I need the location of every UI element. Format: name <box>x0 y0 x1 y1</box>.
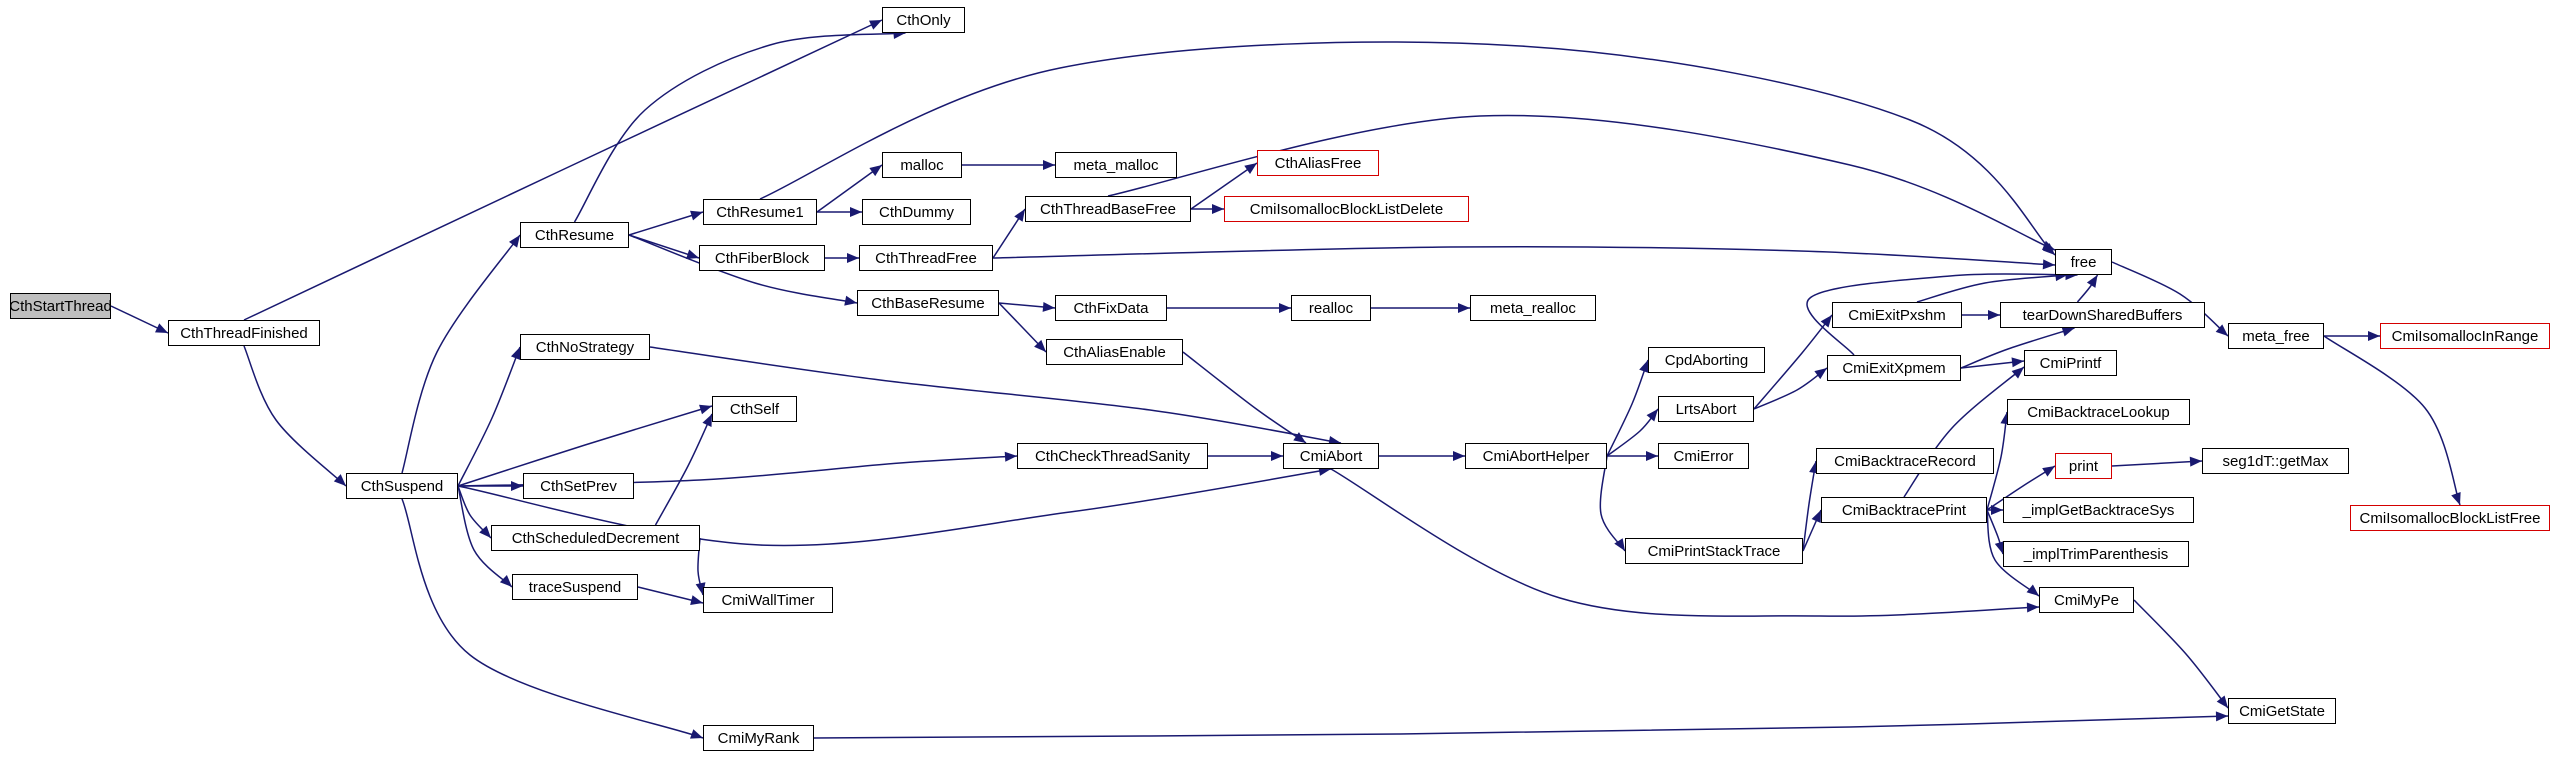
node-CthAliasEnable[interactable]: CthAliasEnable <box>1046 339 1183 365</box>
node-CthAliasFree[interactable]: CthAliasFree <box>1257 150 1379 176</box>
node-CmiMyPe[interactable]: CmiMyPe <box>2039 587 2134 613</box>
edge-CmiPrintStackTrace-to-CmiBacktracePrint <box>1802 509 1822 552</box>
node-free[interactable]: free <box>2055 249 2112 275</box>
edge-CmiPrintStackTrace-to-CmiBacktraceRecord <box>1802 460 1820 552</box>
node-CmiMyRank[interactable]: CmiMyRank <box>703 725 814 751</box>
node-CpdAborting[interactable]: CpdAborting <box>1648 347 1765 373</box>
edge-CthNoStrategy-to-CmiAbort <box>649 346 1342 446</box>
node-CthDummy[interactable]: CthDummy <box>862 199 971 225</box>
edge-CthThreadFinished-to-CthOnly <box>243 19 883 321</box>
node-CthFiberBlock[interactable]: CthFiberBlock <box>699 245 825 271</box>
node-CmiExitXpmem[interactable]: CmiExitXpmem <box>1827 355 1961 381</box>
node-CthNoStrategy[interactable]: CthNoStrategy <box>520 334 650 360</box>
node-meta-free[interactable]: meta_free <box>2228 323 2324 349</box>
edge-print-to-seg1dT-getMax <box>2111 456 2203 467</box>
edge-CmiExitXpmem-to-tearDownSharedBuffers <box>1960 326 2075 369</box>
edge-CmiBacktracePrint-to-implTrimParenthesis <box>1986 509 2005 555</box>
edge-CthSuspend-to-traceSuspend <box>457 485 513 588</box>
edge-CthBaseResume-to-CthFixData <box>998 301 1056 312</box>
edge-CthAliasEnable-to-CmiAbort <box>1182 351 1307 444</box>
edge-CthSuspend-to-CthSelf <box>457 404 713 487</box>
edge-free-to-meta-free <box>2111 261 2229 337</box>
edge-CthSuspend-to-CthNoStrategy <box>457 346 521 487</box>
node-CthBaseResume[interactable]: CthBaseResume <box>857 290 999 316</box>
node-CmiAbortHelper[interactable]: CmiAbortHelper <box>1465 443 1607 469</box>
edge-CmiExitPxshm-to-free <box>1916 271 2068 303</box>
node-CmiIsomallocBlockListFree[interactable]: CmiIsomallocBlockListFree <box>2350 505 2550 531</box>
edge-CthThreadFree-to-free <box>992 245 2056 270</box>
node-malloc[interactable]: malloc <box>882 152 962 178</box>
node-CthThreadFree[interactable]: CthThreadFree <box>859 245 993 271</box>
node-CthScheduledDecrement[interactable]: CthScheduledDecrement <box>491 525 700 551</box>
edge-CmiMyRank-to-CmiGetState <box>813 711 2229 739</box>
node-CthThreadBaseFree[interactable]: CthThreadBaseFree <box>1025 196 1191 222</box>
node-CmiIsomallocBlockListDelete[interactable]: CmiIsomallocBlockListDelete <box>1224 196 1469 222</box>
edge-CthResume-to-CthResume1 <box>628 210 704 236</box>
node-CthSelf[interactable]: CthSelf <box>712 396 797 422</box>
node-CmiGetState[interactable]: CmiGetState <box>2228 698 2336 724</box>
edge-CmiAbortHelper-to-LrtsAbort <box>1606 408 1659 457</box>
node-CmiBacktraceLookup[interactable]: CmiBacktraceLookup <box>2007 399 2190 425</box>
edge-CthResume-to-CthOnly <box>573 29 906 223</box>
node-LrtsAbort[interactable]: LrtsAbort <box>1658 396 1754 422</box>
node-CthCheckThreadSanity[interactable]: CthCheckThreadSanity <box>1017 443 1208 469</box>
node-tearDownSharedBuffers[interactable]: tearDownSharedBuffers <box>2000 302 2205 328</box>
edge-CthSuspend-to-CmiMyRank <box>401 498 704 739</box>
edge-traceSuspend-to-CmiWallTimer <box>637 586 704 605</box>
node-CthSuspend[interactable]: CthSuspend <box>346 473 458 499</box>
edge-CmiMyPe-to-CmiGetState <box>2133 599 2229 709</box>
node-CmiExitPxshm[interactable]: CmiExitPxshm <box>1832 302 1962 328</box>
edge-CmiAbortHelper-to-CmiPrintStackTrace <box>1599 455 1626 552</box>
node-CmiBacktraceRecord[interactable]: CmiBacktraceRecord <box>1816 448 1994 474</box>
edge-CthThreadFree-to-CthThreadBaseFree <box>992 208 1026 259</box>
node-meta-realloc[interactable]: meta_realloc <box>1470 295 1596 321</box>
edge-CthResume1-to-malloc <box>816 164 883 213</box>
edge-CthStartThread-to-CthThreadFinished <box>110 305 169 334</box>
node-CthResume1[interactable]: CthResume1 <box>703 199 817 225</box>
node-CthSetPrev[interactable]: CthSetPrev <box>523 473 634 499</box>
node-CmiPrintStackTrace[interactable]: CmiPrintStackTrace <box>1625 538 1803 564</box>
node-traceSuspend[interactable]: traceSuspend <box>512 574 638 600</box>
edge-CmiAbortHelper-to-CpdAborting <box>1606 359 1649 457</box>
edge-CthThreadBaseFree-to-free <box>1107 114 2056 251</box>
edge-CthSuspend-to-CthResume <box>401 234 521 474</box>
edge-CmiBacktracePrint-to-CmiMyPe <box>1986 509 2040 597</box>
node-CmiBacktracePrint[interactable]: CmiBacktracePrint <box>1821 497 1987 523</box>
node-CmiAbort[interactable]: CmiAbort <box>1283 443 1379 469</box>
edge-CmiBacktracePrint-to-print <box>1986 465 2056 511</box>
node-CthStartThread: CthStartThread <box>9 293 112 319</box>
node-CmiPrintf[interactable]: CmiPrintf <box>2024 350 2117 376</box>
edge-CmiExitXpmem-to-CmiPrintf <box>1960 357 2025 369</box>
node-CthThreadFinished[interactable]: CthThreadFinished <box>168 320 320 346</box>
edge-CthSuspend-to-CmiAbort <box>457 466 1332 547</box>
node-CmiWallTimer[interactable]: CmiWallTimer <box>703 587 833 613</box>
node-CthFixData[interactable]: CthFixData <box>1055 295 1167 321</box>
node-implGetBacktraceSys[interactable]: _implGetBacktraceSys <box>2003 497 2194 523</box>
edge-CthBaseResume-to-CthAliasEnable <box>998 302 1047 353</box>
edge-CmiBacktracePrint-to-CmiBacktraceLookup <box>1986 411 2011 511</box>
edge-meta-free-to-CmiIsomallocBlockListFree <box>2323 335 2461 506</box>
edge-CthResume-to-CthBaseResume <box>628 234 858 306</box>
edge-CthThreadBaseFree-to-CthAliasFree <box>1190 162 1258 210</box>
node-CmiError[interactable]: CmiError <box>1658 443 1749 469</box>
edge-CthResume1-to-free <box>759 41 2056 256</box>
node-CthOnly[interactable]: CthOnly <box>882 7 965 33</box>
node-realloc[interactable]: realloc <box>1291 295 1371 321</box>
edge-LrtsAbort-to-CmiExitPxshm <box>1753 314 1833 410</box>
edge-CmiAbort-to-CmiMyPe <box>1330 468 2040 617</box>
edge-CmiBacktracePrint-to-CmiPrintf <box>1903 366 2025 498</box>
node-CmiIsomallocInRange[interactable]: CmiIsomallocInRange <box>2380 323 2550 349</box>
edge-tearDownSharedBuffers-to-free <box>2076 274 2099 303</box>
edge-CthScheduledDecrement-to-CthSelf <box>654 413 713 526</box>
edge-CmiExitXpmem-to-free <box>1806 270 2078 356</box>
node-meta-malloc[interactable]: meta_malloc <box>1055 152 1177 178</box>
node-print[interactable]: print <box>2055 453 2112 479</box>
node-implTrimParenthesis[interactable]: _implTrimParenthesis <box>2003 541 2189 567</box>
edge-CthThreadFinished-to-CthSuspend <box>243 345 347 487</box>
node-seg1dT-getMax[interactable]: seg1dT::getMax <box>2202 448 2349 474</box>
edge-LrtsAbort-to-CmiExitXpmem <box>1753 367 1828 410</box>
node-CthResume[interactable]: CthResume <box>520 222 629 248</box>
edge-CthSuspend-to-CthScheduledDecrement <box>457 485 492 539</box>
